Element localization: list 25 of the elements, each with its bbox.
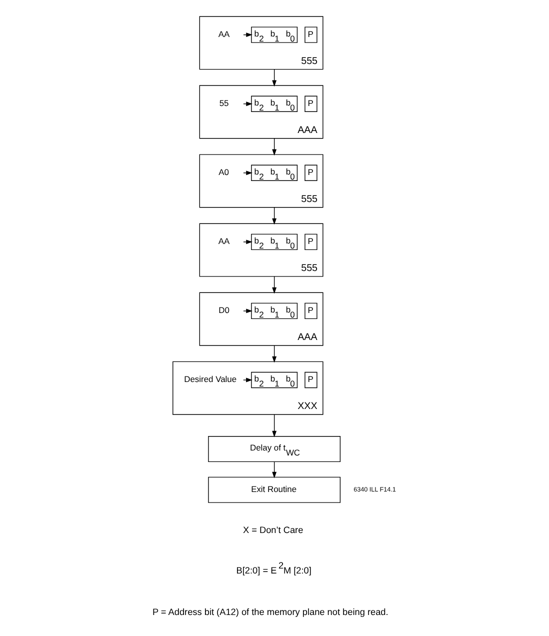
node-box: P — [304, 26, 318, 43]
arrow — [243, 240, 252, 244]
node-box: P — [304, 96, 318, 112]
arrow — [272, 138, 277, 156]
node-box: P — [304, 372, 318, 388]
node-box: P — [304, 234, 318, 250]
node-text: AA — [218, 236, 230, 246]
node-box: P — [304, 164, 318, 181]
arrow — [272, 345, 277, 363]
node-text: AA — [218, 28, 230, 39]
label: X = Don’t Care — [242, 525, 304, 536]
node-text: 55 — [219, 98, 229, 108]
arrow — [243, 378, 252, 382]
node-box: Exit Routine — [208, 476, 341, 503]
arrow — [272, 68, 277, 87]
node-text: A0 — [218, 167, 229, 178]
arrow — [272, 461, 277, 478]
arrow — [272, 276, 277, 294]
node-box: P — [304, 302, 318, 320]
node-text: Desired Value — [184, 374, 237, 384]
label: P = Address bit (A12) of the memory plane not being read. — [152, 606, 388, 617]
arrow — [272, 207, 277, 225]
arrow — [243, 308, 252, 314]
node-text: D0 — [218, 305, 230, 316]
arrow — [272, 414, 277, 438]
